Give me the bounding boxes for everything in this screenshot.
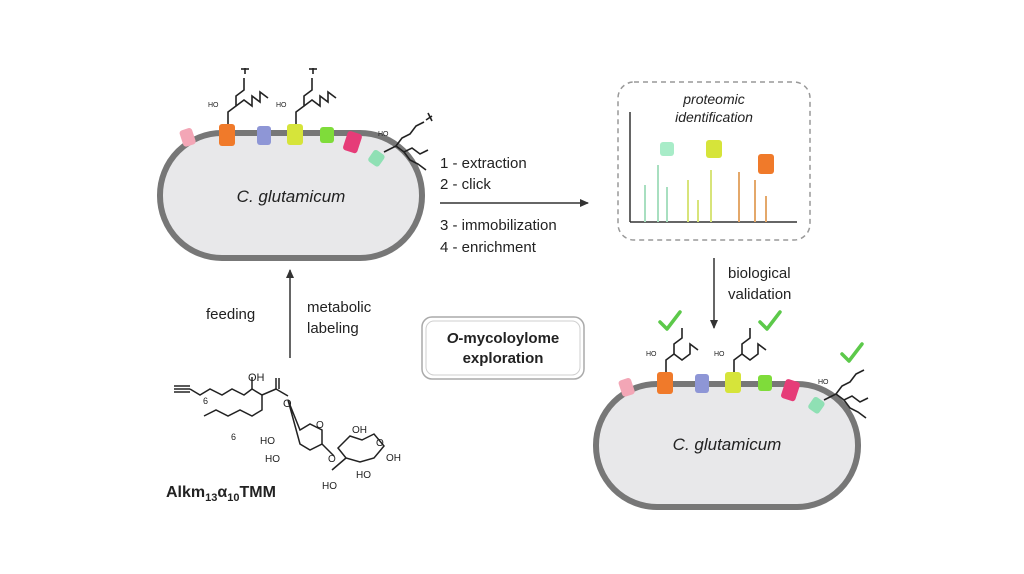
membrane-protein-blue bbox=[257, 126, 271, 145]
process-steps: 1 - extraction 2 - click 3 - immobilizat… bbox=[440, 155, 589, 256]
biological-label-line1: biological bbox=[728, 265, 791, 282]
membrane-protein-yellow bbox=[287, 124, 303, 145]
exploration-line2: exploration bbox=[463, 350, 544, 367]
membrane-protein-mint bbox=[808, 397, 825, 414]
membrane-protein-magenta bbox=[781, 379, 800, 402]
o-label: O bbox=[316, 420, 324, 431]
top-cell: C. glutamicum HO HO HO bbox=[157, 68, 433, 261]
step-immobilization: 3 - immobilization bbox=[440, 217, 557, 234]
ho-label: HO bbox=[356, 470, 371, 481]
exploration-box-outer bbox=[421, 316, 585, 380]
exploration-line1: O-mycoloylome bbox=[447, 330, 560, 347]
checkmark-icon bbox=[840, 342, 864, 363]
alkm-tmm-molecule: OH O 6 6 HO HO O O OH O OH HO HO Alkm13α… bbox=[166, 372, 401, 504]
membrane-protein-pink bbox=[179, 128, 196, 147]
membrane-protein-pink bbox=[618, 378, 635, 397]
oh-label: HO bbox=[208, 102, 219, 109]
metabolic-label-line1: metabolic bbox=[307, 299, 372, 316]
proteomic-title-line2: identification bbox=[675, 109, 753, 125]
dashed-box bbox=[617, 81, 811, 241]
step-extraction: 1 - extraction bbox=[440, 155, 527, 172]
oh-label: OH bbox=[352, 425, 367, 436]
membrane-protein-green bbox=[320, 127, 334, 143]
exploration-box: O-mycoloylome exploration bbox=[421, 316, 585, 380]
biological-label-line2: validation bbox=[728, 286, 791, 303]
membrane-protein-green bbox=[758, 375, 772, 391]
subscript-6: 6 bbox=[231, 432, 236, 442]
o-label: O bbox=[376, 438, 384, 449]
o-label: O bbox=[328, 454, 336, 465]
membrane-protein-blue bbox=[695, 374, 709, 393]
biological-validation: biological validation bbox=[710, 258, 791, 329]
membrane-protein-yellow bbox=[725, 372, 741, 393]
exploration-box-inner bbox=[425, 320, 581, 376]
proteomic-title-line1: proteomic bbox=[682, 91, 744, 107]
subscript-6: 6 bbox=[203, 396, 208, 406]
lipid-chain bbox=[295, 68, 337, 124]
oh-label: HO bbox=[276, 102, 287, 109]
ho-label: HO bbox=[322, 481, 337, 492]
oh-label: OH bbox=[386, 453, 401, 464]
ho-label: HO bbox=[265, 454, 280, 465]
peak-marker-mint bbox=[660, 142, 674, 156]
membrane-protein-orange bbox=[219, 124, 235, 146]
o-label: O bbox=[283, 398, 292, 410]
step-enrichment: 4 - enrichment bbox=[440, 239, 537, 256]
membrane-protein-orange bbox=[657, 372, 673, 394]
lipid-chain bbox=[383, 112, 433, 171]
top-cell-label: C. glutamicum bbox=[237, 187, 346, 206]
checkmark-icon bbox=[658, 310, 682, 331]
metabolic-label-line2: labeling bbox=[307, 320, 359, 337]
spectrum-peaks bbox=[644, 165, 767, 222]
lipid-chain bbox=[227, 68, 269, 124]
lipid-chain bbox=[665, 328, 699, 372]
peak-marker-yellow bbox=[706, 140, 722, 158]
feeding-labeling: feeding metabolic labeling bbox=[206, 269, 372, 358]
peak-marker-orange bbox=[758, 154, 774, 174]
bottom-cell-label: C. glutamicum bbox=[673, 435, 782, 454]
oh-label: HO bbox=[714, 351, 725, 358]
oh-label: HO bbox=[378, 131, 389, 138]
ho-label: HO bbox=[260, 436, 275, 447]
feeding-label: feeding bbox=[206, 306, 255, 323]
compound-name: Alkm13α10TMM bbox=[166, 484, 276, 504]
lipid-chain bbox=[733, 328, 767, 372]
lipid-chain bbox=[823, 369, 869, 419]
membrane-protein-mint bbox=[368, 150, 385, 167]
step-click: 2 - click bbox=[440, 176, 491, 193]
oh-label: OH bbox=[248, 372, 265, 384]
oh-label: HO bbox=[818, 379, 829, 386]
proteomic-identification-panel: proteomic identification bbox=[617, 81, 811, 241]
bottom-cell: C. glutamicum HO HO HO bbox=[593, 310, 869, 510]
oh-label: HO bbox=[646, 351, 657, 358]
checkmark-icon bbox=[758, 310, 782, 331]
membrane-protein-magenta bbox=[343, 131, 362, 154]
